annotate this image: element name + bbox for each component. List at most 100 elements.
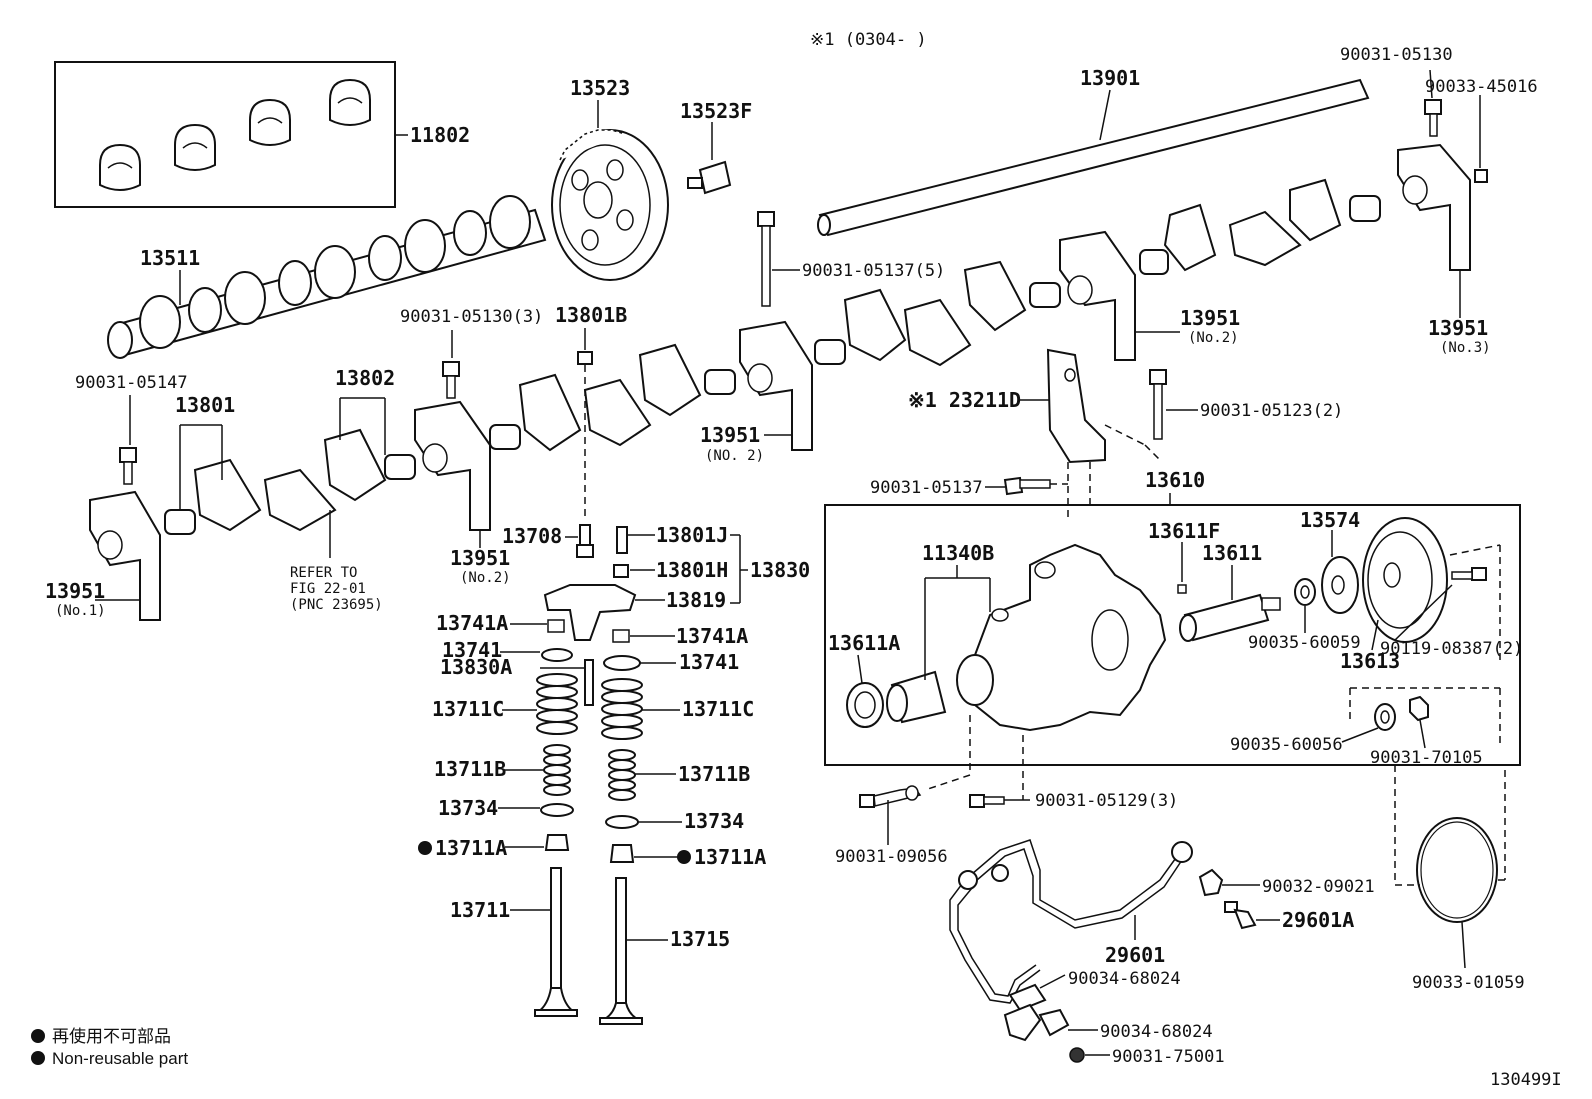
valve-bridge-13819 bbox=[543, 584, 637, 641]
label-90119-08387-2: 90119-08387(2) bbox=[1380, 639, 1523, 659]
label-13741-right: 13741 bbox=[679, 650, 739, 674]
legend-jp: 再使用不可部品 bbox=[52, 1026, 171, 1046]
nut-13801B: 13801B bbox=[555, 303, 627, 520]
oil-pipe-29601: 29601 bbox=[949, 839, 1193, 1004]
o-ring-90033-01059: 90033-01059 bbox=[1394, 765, 1525, 993]
rocker-arm-9 bbox=[518, 373, 582, 452]
label-13610: 13610 bbox=[1145, 468, 1205, 492]
bearing-shell-1 bbox=[99, 143, 141, 191]
rocker-arm-8 bbox=[583, 378, 652, 447]
label-13951-no2-left-sub: (No.2) bbox=[460, 570, 511, 586]
label-13711B-left: 13711B bbox=[434, 757, 506, 781]
union-bolt-29601A: 29601A bbox=[1224, 901, 1354, 932]
label-90031-05147: 90031-05147 bbox=[75, 373, 188, 393]
label-13523: 13523 bbox=[570, 76, 630, 100]
rocker-arm-2 bbox=[1228, 210, 1302, 267]
rotor-13611 bbox=[1179, 593, 1281, 642]
label-13819: 13819 bbox=[666, 588, 726, 612]
screw-13801J bbox=[616, 526, 628, 554]
pump-housing bbox=[956, 543, 1167, 732]
pin-13830A bbox=[584, 659, 594, 706]
rocker-arm-10 bbox=[323, 428, 387, 502]
rocker-support-no3 bbox=[1397, 143, 1471, 271]
label-90031-05123-2: 90031-05123(2) bbox=[1200, 401, 1343, 421]
label-13951-no1-sub: (No.1) bbox=[55, 603, 106, 619]
keeper-13741A-left bbox=[547, 619, 565, 633]
label-90035-60059: 90035-60059 bbox=[1248, 633, 1361, 653]
label-13511: 13511 bbox=[140, 246, 200, 270]
label-13801: 13801 bbox=[175, 393, 235, 417]
label-90031-05130: 90031-05130 bbox=[1340, 45, 1453, 65]
bolt-90031-05129-3: 90031-05129(3) bbox=[969, 791, 1178, 811]
label-13802: 13802 bbox=[335, 366, 395, 390]
label-13711A-right: 13711A bbox=[694, 845, 766, 869]
retainer-13741-right bbox=[603, 655, 641, 671]
refer-line-1: REFER TO bbox=[290, 565, 357, 581]
clamp-90034-68024-b: 90034-68024 bbox=[1003, 1003, 1213, 1042]
callout-13802: 13802 bbox=[335, 366, 395, 455]
gear-bolt-13523F: 13523F bbox=[680, 99, 752, 195]
label-13734-right: 13734 bbox=[684, 809, 744, 833]
vacuum-pump-assembly-13610: 13610 13611A 11340B 13611F bbox=[824, 468, 1523, 768]
label-13715: 13715 bbox=[670, 927, 730, 951]
rocker-arm-5 bbox=[903, 298, 972, 367]
label-90033-01059: 90033-01059 bbox=[1412, 973, 1525, 993]
nut-90031-75001: 90031-75001 bbox=[1069, 1047, 1225, 1067]
camshaft-bearing-set: 11802 bbox=[54, 61, 470, 208]
rocker-arm-1 bbox=[1289, 178, 1342, 242]
rocker-support-no2-upper bbox=[1059, 230, 1136, 361]
gasket-90032-09021: 90032-09021 bbox=[1198, 868, 1375, 897]
label-13711C-left: 13711C bbox=[432, 697, 504, 721]
nut-13801H bbox=[613, 564, 629, 578]
rocker-support-no2-left bbox=[414, 400, 491, 531]
legend-dot-jp bbox=[31, 1029, 45, 1043]
rocker-arm-assembly bbox=[89, 143, 1471, 621]
label-13741-left: 13741 bbox=[442, 638, 502, 662]
rocker-spacer-4 bbox=[814, 339, 846, 365]
nut-90033-45016: 90033-45016 bbox=[1425, 77, 1538, 183]
rocker-spacer-5 bbox=[704, 369, 736, 395]
rocker-spacer-1 bbox=[1349, 195, 1381, 222]
rocker-support-no2-mid bbox=[739, 320, 813, 451]
label-90032-09021: 90032-09021 bbox=[1262, 877, 1375, 897]
label-90034-68024-b: 90034-68024 bbox=[1100, 1022, 1213, 1042]
label-13951-no3: 13951 bbox=[1428, 316, 1488, 340]
label-13711B-right: 13711B bbox=[678, 762, 750, 786]
bolt-90031-05123-2: 90031-05123(2) bbox=[1149, 369, 1343, 440]
outer-spring-13711C-left bbox=[536, 673, 578, 735]
rocker-arm-3 bbox=[1163, 203, 1217, 272]
rocker-arm-7 bbox=[638, 343, 702, 417]
refer-line-3: (PNC 23695) bbox=[290, 597, 383, 613]
camshaft: 13511 bbox=[107, 195, 547, 359]
label-90031-05130-3: 90031-05130(3) bbox=[400, 307, 543, 327]
label-13711C-right: 13711C bbox=[682, 697, 754, 721]
label-11802: 11802 bbox=[410, 123, 470, 147]
intake-valve-13711 bbox=[534, 867, 578, 1017]
valve-train: 13708 13801J 13801H 13830 13819 13741A 1… bbox=[418, 523, 810, 1025]
inner-spring-13711B-left bbox=[543, 744, 571, 796]
bracket-23211D: ※1 23211D bbox=[908, 348, 1161, 464]
non-reusable-dot-left bbox=[418, 841, 432, 855]
outer-spring-13711C-right bbox=[601, 678, 643, 740]
bolt-90031-05147: 90031-05147 bbox=[75, 373, 188, 485]
bearing-shell-4 bbox=[329, 78, 371, 126]
bolt-90031-05137-5: 90031-05137(5) bbox=[757, 211, 945, 307]
label-13734-left: 13734 bbox=[438, 796, 498, 820]
legend-en: Non-reusable part bbox=[52, 1049, 188, 1068]
label-13523F: 13523F bbox=[680, 99, 752, 123]
label-13611F: 13611F bbox=[1148, 519, 1220, 543]
oil-seal-13611A bbox=[846, 682, 884, 728]
label-13951-no2-mid-sub: (NO. 2) bbox=[705, 448, 764, 464]
oil-seal-13711A-left bbox=[544, 834, 570, 851]
label-29601A: 29601A bbox=[1282, 908, 1354, 932]
label-90031-05137: 90031-05137 bbox=[870, 478, 983, 498]
label-13830: 13830 bbox=[750, 558, 810, 582]
coupling-13574 bbox=[1321, 556, 1359, 614]
label-11340B: 11340B bbox=[922, 541, 994, 565]
label-90031-09056: 90031-09056 bbox=[835, 847, 948, 867]
rocker-arm-11 bbox=[263, 468, 337, 532]
callout-13801: 13801 bbox=[175, 393, 235, 510]
seat-13734-right bbox=[605, 815, 639, 829]
label-90035-60056: 90035-60056 bbox=[1230, 735, 1343, 755]
